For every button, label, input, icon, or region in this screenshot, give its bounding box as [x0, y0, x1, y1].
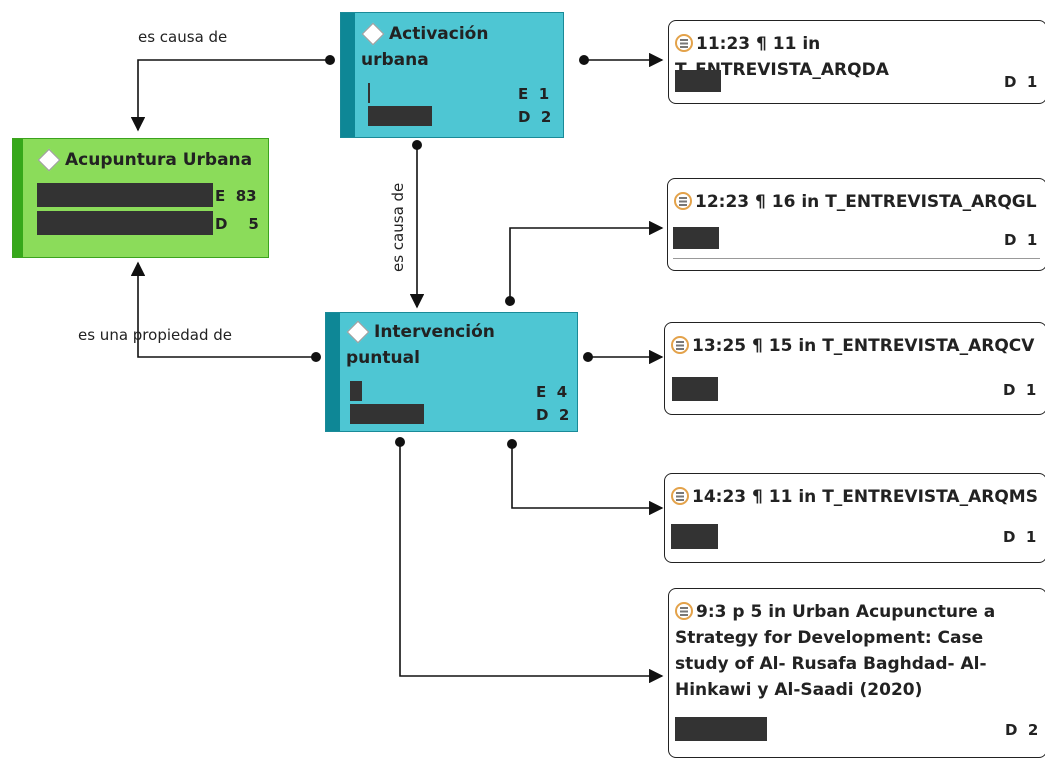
code-density: D 2 — [518, 108, 552, 126]
code-groundedness: E 4 — [536, 383, 568, 401]
quotation-icon — [671, 336, 689, 354]
quotation-title: 13:25 ¶ 15 in T_ENTREVISTA_ARQCV — [692, 336, 1035, 356]
redacted-bar — [37, 211, 213, 235]
code-title: Activación urbana — [361, 24, 489, 70]
quotation-density: D 1 — [1004, 73, 1038, 91]
redacted-bar — [37, 183, 213, 207]
code-density: D 2 — [536, 406, 570, 424]
code-groundedness: E 83 — [215, 187, 257, 205]
quotation-title: 12:23 ¶ 16 in T_ENTREVISTA_ARQGL — [695, 192, 1037, 212]
code-title: Intervención puntual — [346, 322, 495, 368]
code-node-acupuntura-urbana[interactable]: Acupuntura Urbana E 83 D 5 — [12, 138, 269, 258]
redacted-bar — [368, 106, 432, 126]
link-intervencion-q14 — [511, 444, 664, 516]
quotation-icon — [674, 192, 692, 210]
quotation-density: D 1 — [1003, 528, 1037, 546]
quotation-icon — [675, 602, 693, 620]
divider — [673, 258, 1040, 259]
quotation-density: D 1 — [1003, 381, 1037, 399]
link-intervencion-q12 — [509, 220, 664, 301]
quotation-node[interactable]: 13:25 ¶ 15 in T_ENTREVISTA_ARQCV D 1 — [664, 322, 1045, 415]
quotation-icon — [671, 487, 689, 505]
relation-label-propiedad: es una propiedad de — [78, 326, 232, 344]
quotation-node[interactable]: 9:3 p 5 in Urban Acupuncture a Strategy … — [668, 588, 1045, 758]
quotation-density: D 2 — [1005, 721, 1039, 739]
quotation-icon — [675, 34, 693, 52]
code-title: Acupuntura Urbana — [65, 150, 253, 170]
code-stripe — [341, 13, 355, 137]
code-node-activacion-urbana[interactable]: Activación urbana E 1 D 2 — [340, 12, 564, 138]
code-stripe — [326, 313, 340, 431]
redacted-bar — [350, 404, 424, 424]
quotation-title: 11:23 ¶ 11 in T_ENTREVISTA_ARQDA — [675, 34, 889, 80]
code-diamond-icon — [346, 320, 370, 343]
relation-label-causa-vertical: es causa de — [389, 182, 407, 272]
link-intervencion-q9 — [399, 442, 664, 684]
redacted-bar — [671, 524, 718, 549]
redacted-bar — [368, 83, 370, 103]
redacted-bar — [675, 70, 721, 92]
redacted-bar — [350, 381, 362, 401]
code-density: D 5 — [215, 215, 259, 233]
link-activacion-acupuntura — [130, 59, 330, 132]
code-groundedness: E 1 — [518, 85, 550, 103]
quotation-title: 9:3 p 5 in Urban Acupuncture a Strategy … — [675, 602, 996, 700]
quotation-node[interactable]: 12:23 ¶ 16 in T_ENTREVISTA_ARQGL D 1 — [667, 178, 1045, 271]
code-stripe — [13, 139, 23, 257]
quotation-density: D 1 — [1004, 231, 1038, 249]
redacted-bar — [672, 377, 718, 401]
redacted-bar — [673, 227, 719, 249]
code-diamond-icon — [37, 148, 61, 171]
quotation-node[interactable]: 11:23 ¶ 11 in T_ENTREVISTA_ARQDA D 1 — [668, 20, 1045, 104]
relation-label-causa: es causa de — [138, 28, 228, 46]
quotation-node[interactable]: 14:23 ¶ 11 in T_ENTREVISTA_ARQMS D 1 — [664, 473, 1045, 563]
code-diamond-icon — [361, 22, 385, 45]
quotation-title: 14:23 ¶ 11 in T_ENTREVISTA_ARQMS — [692, 487, 1038, 507]
code-node-intervencion-puntual[interactable]: Intervención puntual E 4 D 2 — [325, 312, 578, 432]
redacted-bar — [675, 717, 767, 741]
link-intervencion-acupuntura — [130, 261, 316, 358]
